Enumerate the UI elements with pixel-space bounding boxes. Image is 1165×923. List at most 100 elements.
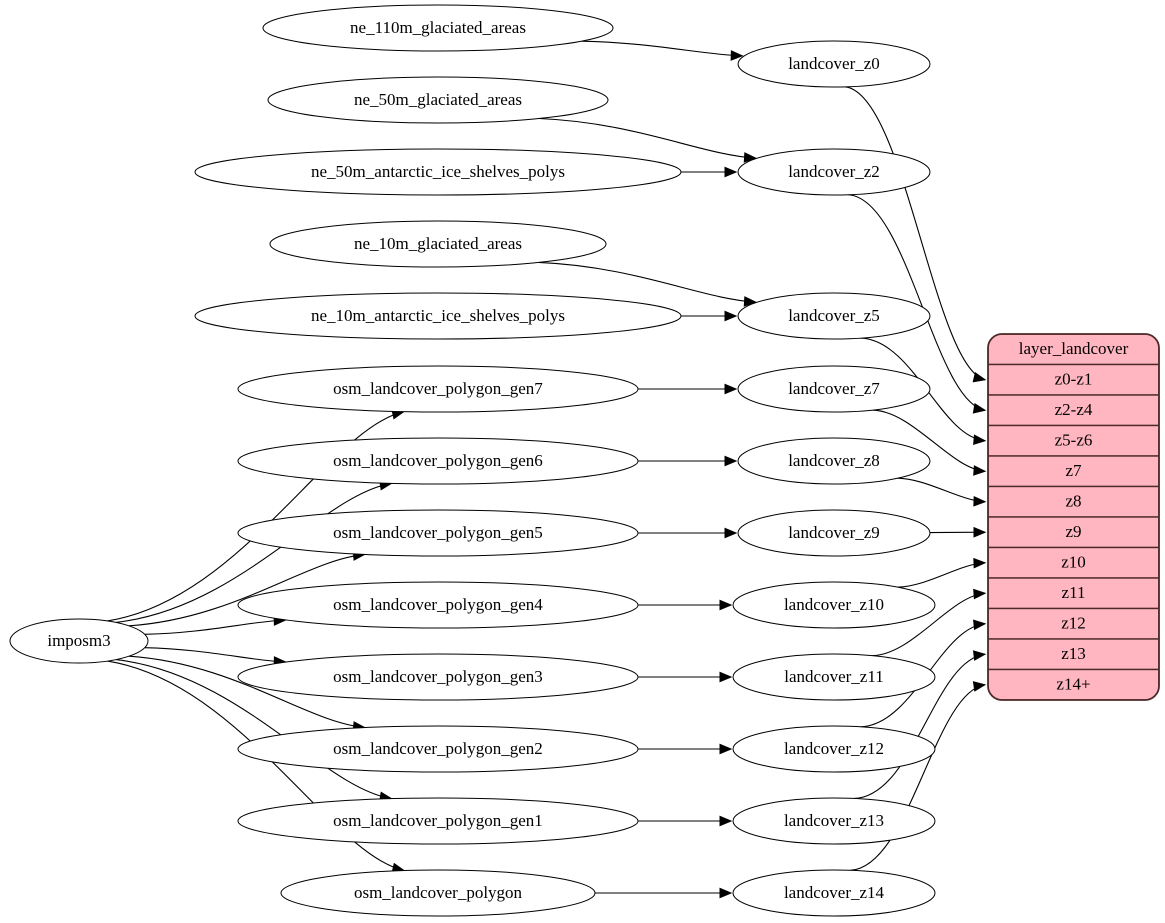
osm-node-ellipse[interactable]: [237, 365, 639, 413]
osm-node-ellipse[interactable]: [237, 437, 639, 485]
osm-node-ellipse[interactable]: [280, 869, 596, 917]
landcover-node-ellipse[interactable]: [732, 797, 936, 845]
landcover-node-ellipse[interactable]: [737, 437, 931, 485]
table-row-z12[interactable]: [988, 607, 1159, 640]
table-row-z13[interactable]: [988, 638, 1159, 671]
edge-arrowhead: [719, 599, 733, 611]
node-ne_50m_antarctic_ice_shelves_polys[interactable]: ne_50m_antarctic_ice_shelves_polys: [194, 148, 682, 196]
landcover-node-ellipse[interactable]: [737, 40, 931, 88]
edge-arrowhead: [972, 681, 987, 692]
edge-arrowhead: [972, 650, 987, 661]
landcover-node-ellipse[interactable]: [737, 509, 931, 557]
node-landcover_z5[interactable]: landcover_z5: [737, 292, 931, 340]
table-row-z9[interactable]: [988, 516, 1159, 549]
osm-node-ellipse[interactable]: [237, 509, 639, 557]
edge-arrowhead: [972, 403, 987, 414]
edge-arrowhead: [973, 526, 987, 538]
table-outer-border: [987, 333, 1160, 701]
osm-node-ellipse[interactable]: [237, 725, 639, 773]
landcover-node-ellipse[interactable]: [737, 148, 931, 196]
edge-ne_10m_glaciated_areas-to-landcover_z5: [538, 261, 756, 303]
edge-imposm3-to-osm_landcover_polygon_gen3: [144, 647, 286, 663]
table-row-z5-z6[interactable]: [988, 424, 1159, 457]
edge-arrowhead: [973, 588, 987, 600]
osm-node-ellipse[interactable]: [237, 653, 639, 701]
node-osm_landcover_polygon_gen6[interactable]: osm_landcover_polygon_gen6: [237, 437, 639, 485]
edge-arrowhead: [719, 815, 733, 827]
node-landcover_z2[interactable]: landcover_z2: [737, 148, 931, 196]
nodes-layer: imposm3 ne_110m_glaciated_areas ne_50m_gla…: [9, 4, 936, 917]
landcover-node-ellipse[interactable]: [737, 292, 931, 340]
landcover-node-ellipse[interactable]: [732, 581, 936, 629]
edge-imposm3-to-osm_landcover_polygon: [107, 660, 405, 872]
edge-arrowhead: [973, 434, 987, 446]
layer-landcover-table[interactable]: layer_landcoverz0-z1z2-z4z5-z6z7z8z9z10z…: [987, 333, 1160, 701]
table-row-z0-z1[interactable]: [988, 363, 1159, 396]
edge-arrowhead: [724, 166, 738, 178]
node-landcover_z0[interactable]: landcover_z0: [737, 40, 931, 88]
natural-earth-node-ellipse[interactable]: [194, 292, 682, 340]
node-landcover_z13[interactable]: landcover_z13: [732, 797, 936, 845]
edge-arrowhead: [719, 671, 733, 683]
landcover-node-ellipse[interactable]: [737, 365, 931, 413]
natural-earth-node-ellipse[interactable]: [267, 76, 609, 124]
edge-arrowhead: [973, 619, 987, 631]
node-ne_10m_glaciated_areas[interactable]: ne_10m_glaciated_areas: [269, 220, 607, 268]
source-node-ellipse[interactable]: [9, 618, 149, 664]
node-landcover_z14[interactable]: landcover_z14: [732, 869, 936, 917]
edge-imposm3-to-osm_landcover_polygon_gen7: [107, 411, 404, 622]
table-row-z11[interactable]: [988, 577, 1159, 610]
edge-imposm3-to-osm_landcover_polygon_gen5: [128, 553, 365, 627]
natural-earth-node-ellipse[interactable]: [262, 4, 614, 52]
landcover-node-ellipse[interactable]: [732, 725, 936, 773]
edge-landcover_z14-to-z14+: [850, 684, 986, 871]
edge-arrowhead: [743, 296, 757, 307]
node-osm_landcover_polygon_gen1[interactable]: osm_landcover_polygon_gen1: [237, 797, 639, 845]
node-ne_10m_antarctic_ice_shelves_polys[interactable]: ne_10m_antarctic_ice_shelves_polys: [194, 292, 682, 340]
node-landcover_z7[interactable]: landcover_z7: [737, 365, 931, 413]
node-ne_50m_glaciated_areas[interactable]: ne_50m_glaciated_areas: [267, 76, 609, 124]
edge-imposm3-to-osm_landcover_polygon_gen1: [115, 659, 392, 800]
table-header-cell[interactable]: [988, 334, 1159, 366]
osm-node-ellipse[interactable]: [237, 581, 639, 629]
node-imposm3[interactable]: imposm3: [9, 618, 149, 664]
table-row-z8[interactable]: [988, 485, 1159, 518]
landcover-node-ellipse[interactable]: [732, 869, 936, 917]
edge-arrowhead: [719, 887, 733, 899]
node-osm_landcover_polygon_gen7[interactable]: osm_landcover_polygon_gen7: [237, 365, 639, 413]
node-osm_landcover_polygon_gen5[interactable]: osm_landcover_polygon_gen5: [237, 509, 639, 557]
osm-node-ellipse[interactable]: [237, 797, 639, 845]
table-row-z10[interactable]: [988, 546, 1159, 579]
edge-landcover_z13-to-z13: [854, 653, 986, 800]
table-row-z14+[interactable]: [988, 668, 1159, 701]
table-row-z7[interactable]: [988, 455, 1159, 488]
node-osm_landcover_polygon_gen4[interactable]: osm_landcover_polygon_gen4: [237, 581, 639, 629]
edge-landcover_z7-to-z7: [872, 409, 986, 472]
edge-arrowhead: [743, 152, 757, 163]
table-row-z2-z4[interactable]: [988, 394, 1159, 427]
edge-imposm3-to-osm_landcover_polygon_gen2: [128, 655, 365, 729]
edge-ne_50m_glaciated_areas-to-landcover_z2: [539, 117, 756, 159]
natural-earth-node-ellipse[interactable]: [269, 220, 607, 268]
edge-arrowhead: [719, 743, 733, 755]
node-landcover_z9[interactable]: landcover_z9: [737, 509, 931, 557]
node-landcover_z11[interactable]: landcover_z11: [732, 653, 936, 701]
edge-arrowhead: [973, 557, 987, 569]
natural-earth-node-ellipse[interactable]: [194, 148, 682, 196]
node-osm_landcover_polygon_gen2[interactable]: osm_landcover_polygon_gen2: [237, 725, 639, 773]
edge-arrowhead: [730, 50, 744, 61]
edge-arrowhead: [973, 465, 987, 476]
edge-arrowhead: [724, 310, 738, 322]
node-osm_landcover_polygon_gen3[interactable]: osm_landcover_polygon_gen3: [237, 653, 639, 701]
node-landcover_z10[interactable]: landcover_z10: [732, 581, 936, 629]
node-ne_110m_glaciated_areas[interactable]: ne_110m_glaciated_areas: [262, 4, 614, 52]
edge-landcover_z11-to-z11: [872, 592, 986, 657]
node-landcover_z8[interactable]: landcover_z8: [737, 437, 931, 485]
edge-landcover_z0-to-z0-z1: [844, 86, 986, 381]
edge-landcover_z8-to-z8: [897, 477, 986, 503]
node-osm_landcover_polygon[interactable]: osm_landcover_polygon: [280, 869, 596, 917]
node-landcover_z12[interactable]: landcover_z12: [732, 725, 936, 773]
landcover-node-ellipse[interactable]: [732, 653, 936, 701]
edge-imposm3-to-osm_landcover_polygon_gen4: [144, 619, 286, 635]
